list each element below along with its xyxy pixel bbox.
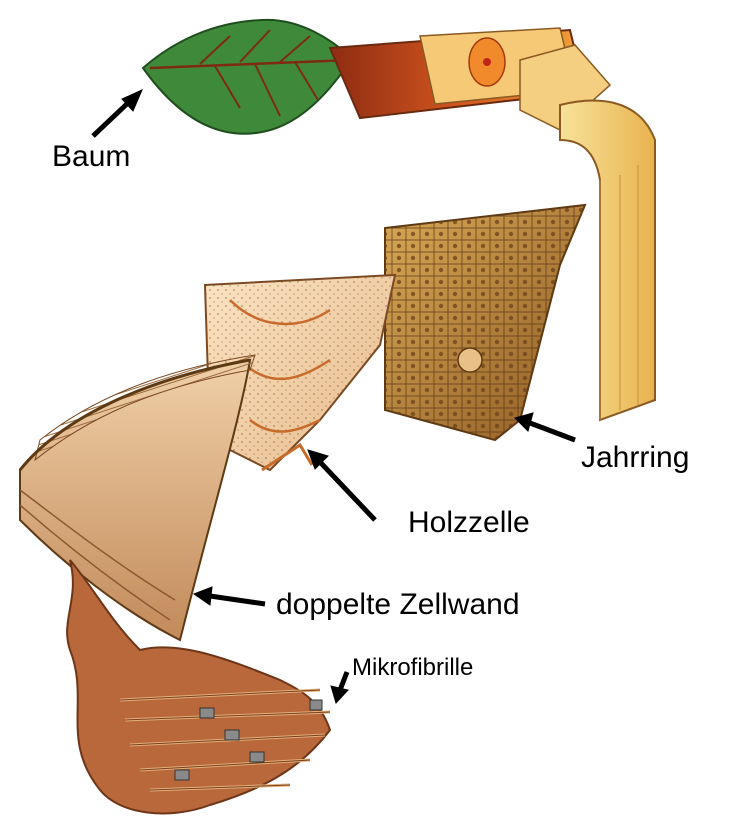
- arrow-baum: [93, 90, 142, 136]
- arrow-jahrring: [515, 413, 575, 440]
- annual-ring-plank: [560, 101, 655, 420]
- arrow-mikrofibrille: [331, 672, 348, 703]
- label-baum: Baum: [52, 142, 130, 172]
- arrow-zellwand: [194, 587, 265, 605]
- cell-block: [385, 205, 585, 440]
- label-jahrring: Jahrring: [581, 443, 689, 473]
- arrow-holzzelle: [308, 450, 375, 520]
- label-holzzelle: Holzzelle: [408, 508, 530, 538]
- label-mikrofibrille: Mikrofibrille: [352, 656, 473, 680]
- label-doppelte-zellwand: doppelte Zellwand: [276, 590, 520, 620]
- leaf: [143, 20, 352, 134]
